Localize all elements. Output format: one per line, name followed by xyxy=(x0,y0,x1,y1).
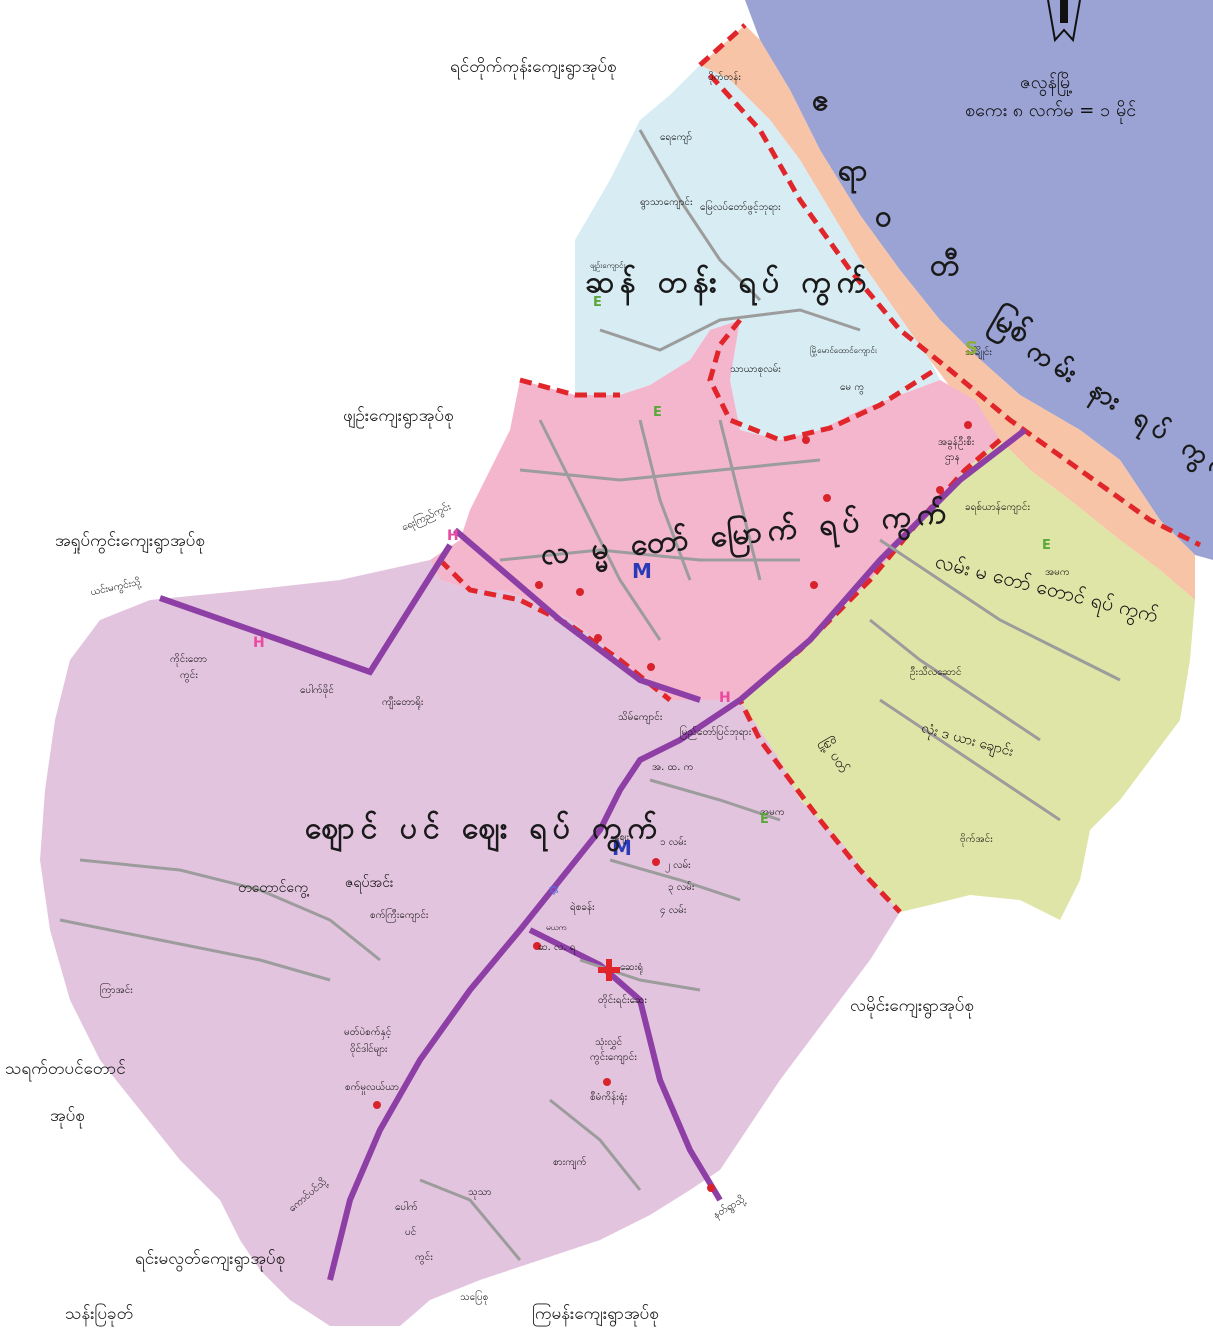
place-kai-taw-2: ကွင်း xyxy=(180,670,198,681)
place-pin: ပင် xyxy=(405,1227,417,1238)
place-ma-ya-ka: မယက xyxy=(546,923,567,932)
place-three-lan: ၃ လမ်း xyxy=(668,882,695,893)
village-group-ashupkwin: အရှုပ်ကွင်းကျေးရွာအုပ်စု xyxy=(55,531,205,551)
place-paw: ပေါက် xyxy=(395,1202,418,1213)
place-pokkan: ပေါက်ဖိုင် xyxy=(300,685,334,696)
map-scale: စကေး ၈ လက်မ = ၁ မိုင် xyxy=(965,100,1137,121)
market-icon: M xyxy=(632,559,652,583)
river-label-3: ဝ xyxy=(875,199,892,234)
place-myo-maung: မြို့မောင်ထောင်ကျောင်း xyxy=(810,346,877,355)
place-mgmt: အမက xyxy=(760,807,785,818)
place-thu-tha: သုသာ xyxy=(468,1187,492,1198)
place-sa-la-ra: ဆ. လ. ရ xyxy=(538,942,576,953)
place-thar-yar-su: သာယာစုလမ်း xyxy=(730,364,781,375)
place-thu-kaw: သင်္ချိုင်း xyxy=(965,347,992,358)
place-poke-tan: ပိုက်တန်း xyxy=(708,72,741,83)
ward-label-san-tan: ဆန် တန်း ရပ် ကွက် xyxy=(585,265,873,300)
place-sanit-kyaung: ခရစ်ယာန်ကျောင်း xyxy=(965,502,1030,513)
river-label-2: ရာ xyxy=(838,153,868,188)
compass-icon xyxy=(1047,0,1081,43)
place-a-ma-ka: အမက xyxy=(1045,567,1070,578)
place-sat-mhu: စက်မှုလယ်ယာ xyxy=(345,1082,400,1093)
place-hpyin-kyaung: ဖျဉ်းကျောင်း xyxy=(590,261,626,270)
place-sar-kyat: စားကျက် xyxy=(553,1157,587,1168)
place-ahlone: အခွန်ဦးစီး xyxy=(938,437,975,448)
s-marker: S xyxy=(965,338,978,359)
village-group-lamaing: လမိုင်းကျေးရွာအုပ်စု xyxy=(850,996,974,1016)
place-hospital: ဆေးရုံ xyxy=(620,962,643,973)
place-zay: ဈေး xyxy=(614,832,630,843)
place-ordination: မြေလပ်တော်ဖွင့်ဘုရား xyxy=(700,202,781,213)
place-a-hta-ka: အ. ထ. က xyxy=(652,762,694,773)
village-group-yinmalut: ရင်းမလွတ်ကျေးရွာအုပ်စု xyxy=(135,1249,286,1269)
hospital-icon xyxy=(598,959,620,981)
river-label-4: တီ xyxy=(930,248,960,283)
place-kyee-taw-yoe: ကျီးတောရိုး xyxy=(382,697,424,708)
place-sat-kyi: စက်ကြီးကျောင်း xyxy=(370,910,429,921)
village-group-kyaman: ကြမန်းကျေးရွာအုပ်စု xyxy=(532,1304,659,1324)
place-pagoda: မြည်တော်ပြင်ဘုရား xyxy=(680,727,752,738)
lanmadaw-taung-ward-area xyxy=(740,440,1195,920)
landmark-dots xyxy=(373,421,972,1192)
e-marker: E xyxy=(760,812,769,827)
street-grid xyxy=(59,129,1121,1261)
place-u-thi: ဦးသီလဆောင် xyxy=(910,667,962,678)
church-icon: ✡ xyxy=(548,883,560,899)
place-taw-taung-kwe: တတောင်ကွေ့ xyxy=(238,880,308,896)
village-group-thanpyakhut: သန်းပြခုတ် xyxy=(65,1304,134,1324)
place-two-lan: ၂ လမ်း xyxy=(665,860,691,871)
place-ye-kyaw: ရေကျော် xyxy=(660,132,693,143)
place-four-lan: ၄ လမ်း xyxy=(660,905,687,916)
e-marker: E xyxy=(1042,538,1051,553)
place-kwin: ကွင်း xyxy=(415,1252,433,1263)
river-label-1: ဧ xyxy=(812,83,829,118)
place-thin-lwin-2: ကွင်းကျောင်း xyxy=(590,1052,637,1063)
market-icon: M xyxy=(612,836,632,860)
map-title: ဇလွန်မြို့ xyxy=(1020,72,1073,93)
place-rest-house-2: ဝိုင်ဒါင်များ xyxy=(350,1044,388,1055)
e-marker: E xyxy=(593,295,602,310)
place-zi-kan: စီမံကိန်းရုံး xyxy=(590,1092,628,1103)
place-kya-in: ကြာအင်း xyxy=(100,985,133,996)
e-marker: E xyxy=(653,405,662,420)
place-thein-kyaung: သိမ်ကျောင်း xyxy=(618,712,663,723)
village-group-hpyin: ဖျဉ်းကျေးရွာအုပ်စု xyxy=(343,406,454,426)
place-tha-pyay: သပြေစု xyxy=(460,1292,489,1303)
place-rest-house: မတ်ပဲစက်နှင့် xyxy=(344,1027,392,1038)
bridge-icon: H xyxy=(719,690,731,706)
ward-label-zaung-pin-zay: ဈောင် ပင် ဈေး ရပ် ကွက် xyxy=(305,811,663,846)
village-group-thayet-2: အုပ်စု xyxy=(50,1106,85,1126)
place-kai-taw: ကိုင်းတော xyxy=(170,654,208,665)
place-thin-lwin: သုံးလွှင် xyxy=(595,1037,623,1048)
place-ywar-thar: ရွာသာကျောင်း xyxy=(640,197,693,208)
place-one-lan: ၁ လမ်း xyxy=(660,837,687,848)
place-yadana: ရဲစခန်း xyxy=(570,902,595,913)
bridge-icon: H xyxy=(253,635,265,651)
place-me-kywa: မေ ကွ xyxy=(840,382,865,393)
place-tine-yin: တိုင်းရင်းဆေး xyxy=(598,995,647,1006)
village-group-thayet-1: သရက်တပင်တောင် xyxy=(5,1059,126,1079)
kannar-ward-area xyxy=(700,25,1195,600)
place-zayat-in: ဇရပ်အင်း xyxy=(345,875,394,891)
village-group-yintaikkone: ရင်တိုက်ကုန်းကျေးရွာအုပ်စု xyxy=(450,57,617,77)
place-ahlone-2: ဌာန xyxy=(945,452,960,463)
river-area xyxy=(745,0,1213,560)
place-boke-in: ဗိုက်အင်း xyxy=(960,834,993,845)
bridge-icon: H xyxy=(447,528,459,544)
main-roads xyxy=(159,427,1027,1281)
